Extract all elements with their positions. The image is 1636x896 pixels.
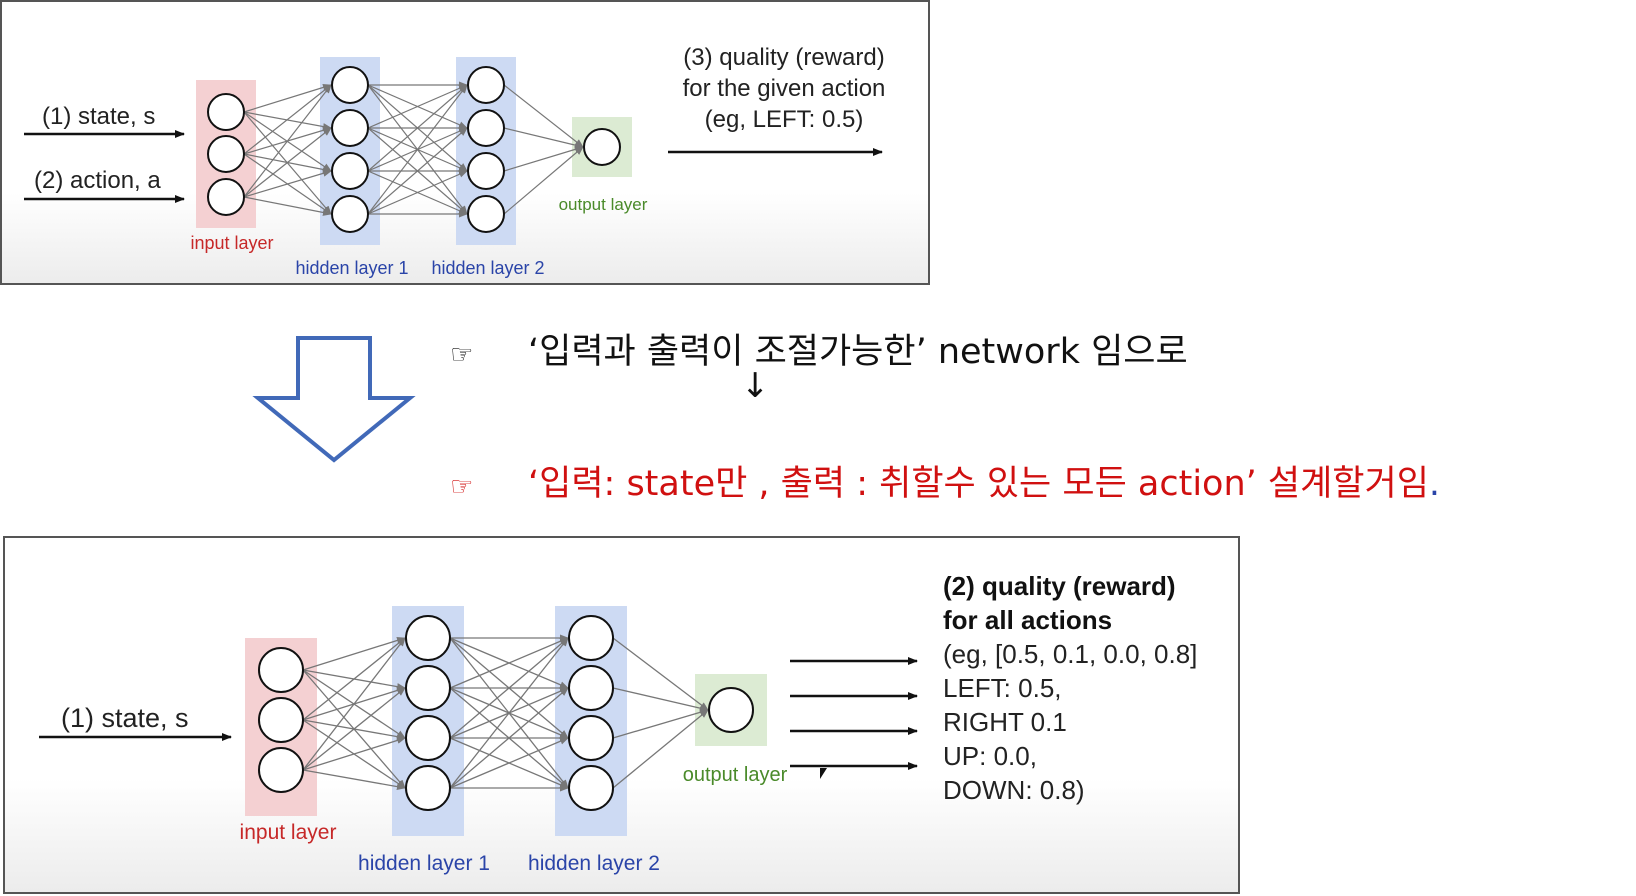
note-line-1-text: ‘입력과 출력이 조절가능한’ network 임으로 <box>528 332 1188 372</box>
output-line-5: DOWN: 0.8) <box>943 775 1085 805</box>
bottom-nodes <box>258 615 754 811</box>
connection-line <box>243 169 332 198</box>
top-connections <box>243 81 584 218</box>
connection-line <box>243 84 332 113</box>
connection-line <box>503 146 584 215</box>
connection-line <box>367 84 468 129</box>
pointing-hand-icon: ☞ <box>450 340 474 370</box>
neuron-node <box>467 109 505 147</box>
output-title-line-2: for all actions <box>943 605 1112 635</box>
neuron-node <box>207 93 245 131</box>
neuron-node <box>467 66 505 104</box>
connection-line <box>449 637 569 789</box>
neuron-node <box>467 195 505 233</box>
bottom-network-svg: (1) state, s input layer hidden layer 1 … <box>39 571 1197 875</box>
connection-line <box>449 637 569 739</box>
neuron-node <box>583 128 621 166</box>
pointing-hand-icon: ☞ <box>450 472 474 502</box>
output-line-1: (eg, [0.5, 0.1, 0.0, 0.8] <box>943 639 1197 669</box>
top-network-svg: (1) state, s (2) action, a input layer h… <box>24 44 886 278</box>
note-line-2: ☞ ‘입력: state만 , 출력 : 취할수 있는 모든 action’ 설계… <box>450 455 1440 506</box>
neuron-node <box>331 66 369 104</box>
bottom-connections <box>302 634 709 792</box>
connection-line <box>503 84 584 148</box>
neuron-node <box>568 615 614 661</box>
connection-line <box>503 127 584 149</box>
connection-line <box>243 84 332 198</box>
connection-line <box>612 708 709 739</box>
middle-svg <box>252 336 416 463</box>
neuron-node <box>708 687 754 733</box>
neuron-node <box>405 765 451 811</box>
connection-line <box>243 196 332 216</box>
neuron-node <box>331 109 369 147</box>
output-line-3: RIGHT 0.1 <box>943 707 1067 737</box>
neuron-node <box>568 715 614 761</box>
connection-line <box>612 637 709 711</box>
connection-line <box>302 637 406 721</box>
neuron-node <box>568 665 614 711</box>
bottom-network-diagram: (1) state, s input layer hidden layer 1 … <box>3 536 1240 894</box>
output-layer-label: output layer <box>559 195 648 214</box>
top-network-diagram: (1) state, s (2) action, a input layer h… <box>0 0 930 285</box>
connection-line <box>302 687 406 771</box>
connection-line <box>243 127 332 198</box>
connection-line <box>367 127 468 215</box>
big-down-arrow-icon <box>252 336 416 463</box>
neuron-node <box>568 765 614 811</box>
connection-line <box>367 170 468 215</box>
state-input-label: (1) state, s <box>61 703 189 733</box>
neuron-node <box>405 615 451 661</box>
state-input-label: (1) state, s <box>42 103 155 130</box>
connection-line <box>449 737 569 789</box>
neuron-node <box>405 665 451 711</box>
neuron-node <box>258 647 304 693</box>
output-text-line-3: (eg, LEFT: 0.5) <box>705 106 864 133</box>
mouse-cursor-icon <box>820 768 827 779</box>
connection-line <box>302 637 406 771</box>
neuron-node <box>405 715 451 761</box>
output-line-4: UP: 0.0, <box>943 741 1037 771</box>
hidden-layer-2-label: hidden layer 2 <box>431 258 544 278</box>
connection-line <box>302 737 406 771</box>
neuron-node <box>207 135 245 173</box>
connection-line <box>243 84 332 155</box>
connection-line <box>367 84 468 172</box>
input-layer-label: input layer <box>240 821 337 844</box>
neuron-node <box>207 178 245 216</box>
connection-line <box>449 637 569 689</box>
connection-line <box>367 84 468 215</box>
neuron-node <box>331 195 369 233</box>
neuron-node <box>331 152 369 190</box>
neuron-node <box>258 747 304 793</box>
output-text-line-1: (3) quality (reward) <box>683 44 884 71</box>
connection-line <box>612 687 709 712</box>
output-text-line-2: for the given action <box>683 75 886 102</box>
connection-line <box>612 709 709 789</box>
hidden-layer-2-label: hidden layer 2 <box>528 852 660 875</box>
note-line-2-period: . <box>1428 464 1441 504</box>
input-layer-label: input layer <box>190 233 273 253</box>
hidden-layer-1-label: hidden layer 1 <box>295 258 408 278</box>
action-input-label: (2) action, a <box>34 167 161 194</box>
down-arrow-icon: ↓ <box>741 366 770 406</box>
output-title-line-1: (2) quality (reward) <box>943 571 1176 601</box>
connection-line <box>449 687 569 789</box>
neuron-node <box>258 697 304 743</box>
connection-line <box>302 637 406 671</box>
connection-line <box>302 769 406 791</box>
note-line-2-text: ‘입력: state만 , 출력 : 취할수 있는 모든 action’ 설계할… <box>528 464 1429 504</box>
hidden-layer-1-label: hidden layer 1 <box>358 852 490 875</box>
note-line-1: ☞ ‘입력과 출력이 조절가능한’ network 임으로 <box>450 323 1188 374</box>
neuron-node <box>467 152 505 190</box>
output-line-2: LEFT: 0.5, <box>943 673 1062 703</box>
output-layer-label: output layer <box>683 764 788 786</box>
connection-line <box>503 145 584 172</box>
top-nodes <box>207 66 621 233</box>
